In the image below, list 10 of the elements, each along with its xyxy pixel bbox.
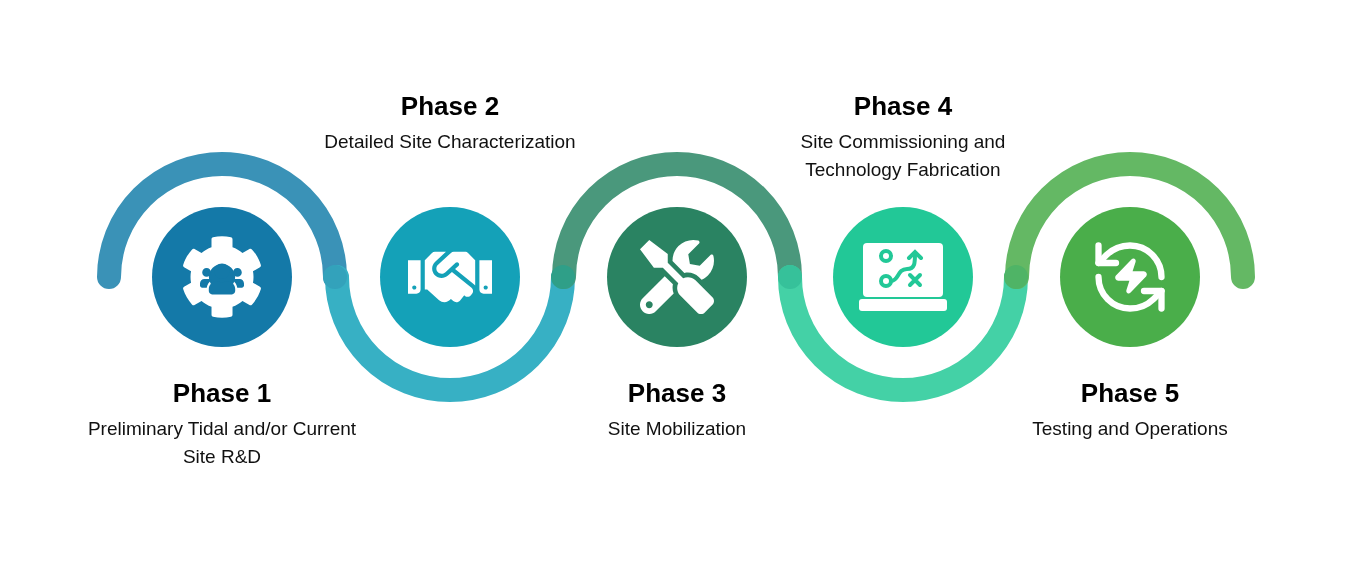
phase-description: Preliminary Tidal and/or Current Site R&D	[87, 417, 357, 469]
phase-heading: Phase 1	[172, 377, 272, 410]
phase-heading: Phase 4	[853, 90, 953, 123]
phase-heading: Phase 2	[400, 90, 500, 123]
phase-description: Detailed Site Characterization	[324, 130, 576, 154]
phase-heading: Phase 5	[1080, 377, 1180, 410]
phase-description: Site Mobilization	[607, 417, 747, 441]
phase-description: Testing and Operations	[1032, 417, 1228, 441]
phase-heading: Phase 3	[627, 377, 727, 410]
phase-description: Site Commissioning and Technology Fabrication	[799, 130, 1007, 182]
